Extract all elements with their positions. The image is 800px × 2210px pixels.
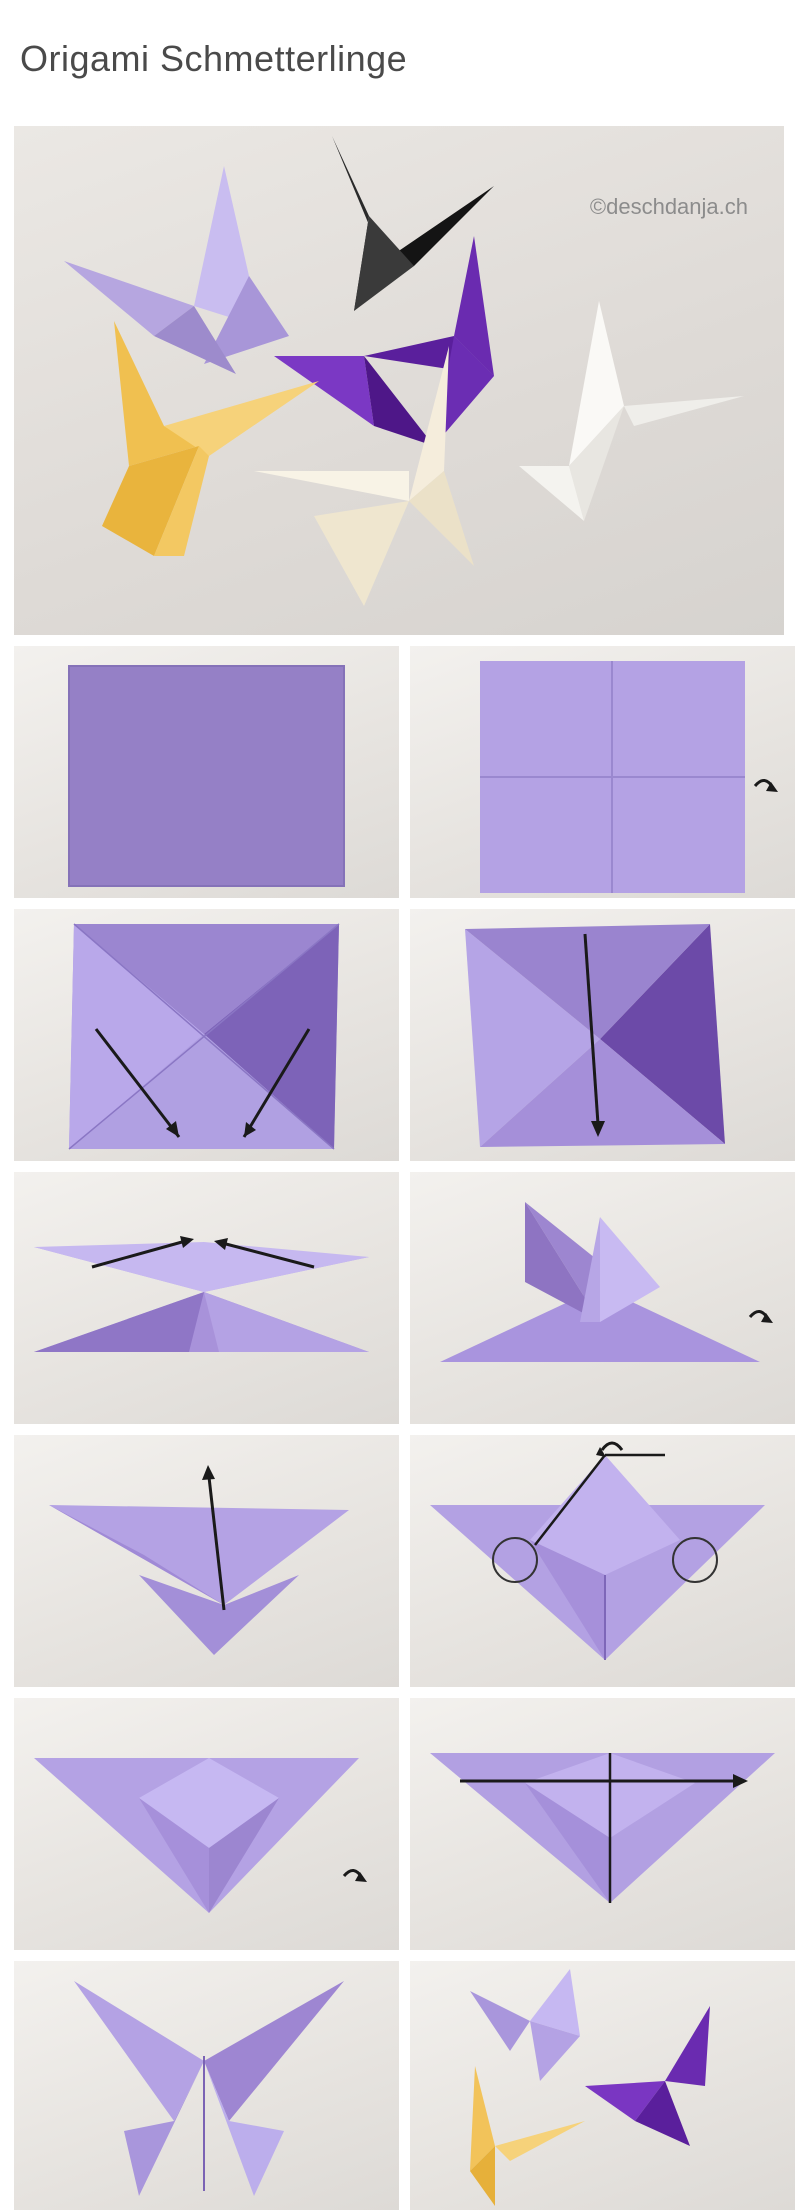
butterfly-shape-flip-icon <box>34 1758 367 1913</box>
fold-up-arrow-icon <box>49 1465 349 1655</box>
photo-credit: ©deschdanja.ch <box>589 194 748 219</box>
purple-butterfly-icon <box>585 2006 710 2146</box>
yellow-butterfly-icon <box>470 2066 585 2206</box>
step-5-panel <box>14 1172 399 1424</box>
finished-lavender-butterfly-icon <box>74 1981 344 2196</box>
butterfly-collection-image <box>64 136 744 606</box>
turn-over-icon <box>600 1441 624 1451</box>
folded-square-sheet-icon <box>480 661 778 893</box>
lavender-butterfly-icon <box>470 1969 580 2081</box>
purple-butterfly-icon <box>274 236 494 446</box>
step-9-panel <box>14 1698 399 1950</box>
cream-butterfly-icon <box>254 346 474 606</box>
lavender-butterfly-icon <box>64 166 289 374</box>
yellow-butterfly-icon <box>102 321 319 556</box>
flatten-triangle-arrows-icon <box>34 1236 369 1352</box>
diagonal-fold-arrows-icon <box>68 923 340 1150</box>
valley-fold-arrow-icon <box>430 1753 775 1903</box>
page-title: Origami Schmetterlinge <box>20 38 408 79</box>
butterfly-group-icon <box>470 1969 710 2206</box>
step-12-panel <box>410 1961 795 2210</box>
step-6-panel <box>410 1172 795 1424</box>
right-circle-icon <box>672 1537 718 1583</box>
step-1-panel <box>14 646 399 898</box>
hero-photo: ©deschdanja.ch <box>14 126 784 635</box>
circled-corner-folds-icon <box>430 1441 765 1660</box>
left-circle-icon <box>492 1537 538 1583</box>
bowtie-collapse-arrow-icon <box>465 924 725 1147</box>
step-8-panel <box>410 1435 795 1687</box>
step-10-panel <box>410 1698 795 1950</box>
flat-square-sheet-icon <box>68 665 345 887</box>
step-3-panel <box>14 909 399 1161</box>
step-2-panel <box>410 646 795 898</box>
waterbomb-base-icon <box>440 1202 773 1362</box>
step-11-panel <box>14 1961 399 2210</box>
step-7-panel <box>14 1435 399 1687</box>
black-butterfly-icon <box>332 136 494 311</box>
white-butterfly-icon <box>519 301 744 521</box>
step-4-panel <box>410 909 795 1161</box>
